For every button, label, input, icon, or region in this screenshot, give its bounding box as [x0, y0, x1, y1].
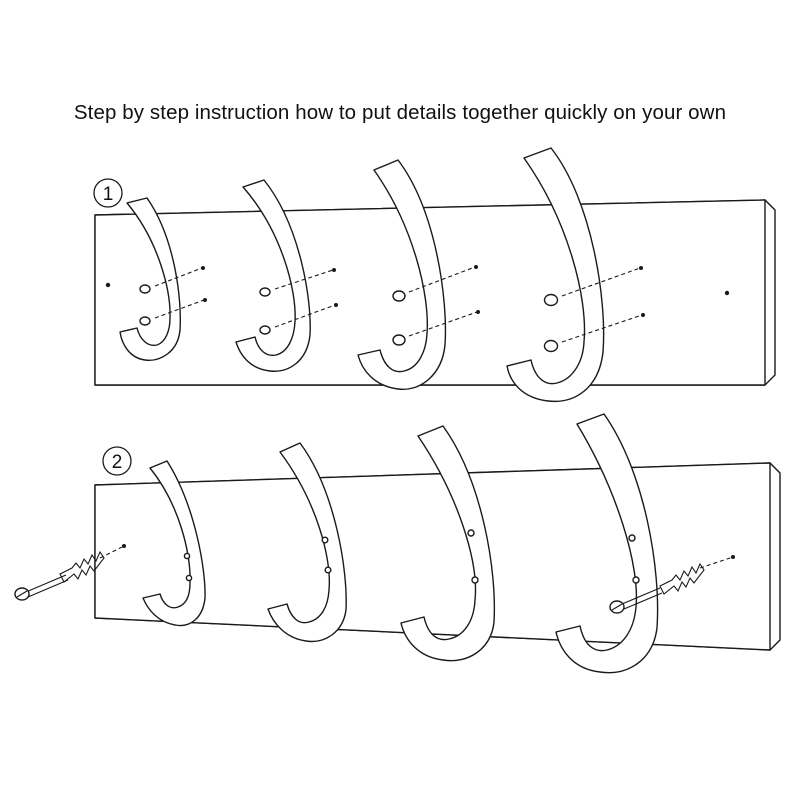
instruction-title: Step by step instruction how to put deta…: [73, 101, 727, 124]
step-1-panel: 1: [93, 147, 776, 403]
step-2-badge: [102, 446, 132, 476]
step-2-hook-4: [555, 413, 659, 674]
step-2-board: [94, 462, 771, 651]
wall-hole-marker: [724, 290, 730, 296]
step-1-hook-1: [119, 197, 182, 361]
screw-icon: [259, 287, 271, 297]
screw-icon: [543, 293, 559, 307]
wall-plug-icon: [659, 562, 705, 595]
step-2-number: 2: [112, 452, 123, 473]
wall-plug-icon: [59, 550, 105, 583]
step-1-hook-4: [506, 147, 605, 403]
screw-icon: [543, 339, 559, 353]
step-1-screws: [139, 265, 645, 353]
step-1-hook-3: [357, 159, 447, 390]
right-wall-anchor: [609, 555, 735, 614]
step-1-hook-2: [235, 179, 311, 372]
screw-icon: [392, 334, 406, 346]
step-2-hook-2: [267, 442, 347, 643]
screw-icon: [392, 290, 406, 302]
screw-icon: [139, 316, 151, 326]
wall-hole-marker: [105, 282, 111, 288]
screw-icon: [259, 325, 271, 335]
step-1-number: 1: [103, 184, 114, 205]
left-wall-anchor: [14, 544, 126, 601]
step-2-hook-3: [400, 425, 496, 662]
step-2-hook-1: [142, 460, 206, 627]
step-2-panel: 2: [14, 413, 781, 674]
step-1-badge: [93, 178, 123, 208]
screw-icon: [139, 284, 151, 294]
